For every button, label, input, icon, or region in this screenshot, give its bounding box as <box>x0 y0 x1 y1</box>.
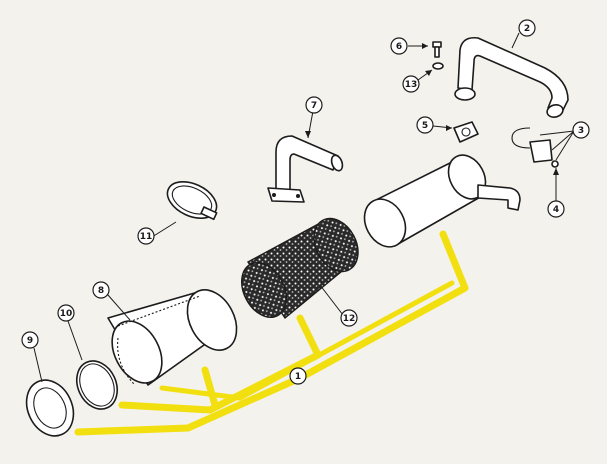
u-bolt-part <box>511 127 553 163</box>
callout-1: 1 <box>289 367 307 385</box>
washer-part <box>432 62 444 70</box>
callout-3: 3 <box>572 121 590 139</box>
flange-gasket-part <box>453 121 479 143</box>
callout-10: 10 <box>57 304 75 322</box>
callout-4: 4 <box>547 200 565 218</box>
tailpipe-part <box>454 36 569 118</box>
callout-label: 12 <box>343 314 356 324</box>
callout-7: 7 <box>305 96 323 114</box>
callout-label: 1 <box>295 372 301 382</box>
callout-label: 8 <box>98 286 104 296</box>
callout-2: 2 <box>518 19 536 37</box>
callout-label: 9 <box>27 336 33 346</box>
callout-11: 11 <box>137 227 155 245</box>
callout-label: 11 <box>140 232 153 242</box>
elbow-pipe-part <box>267 135 344 203</box>
insulation-sleeve-part <box>241 217 359 320</box>
callout-label: 6 <box>396 42 402 52</box>
arrowheads <box>305 43 559 175</box>
end-cap-part <box>25 379 75 437</box>
gasket-ring-part <box>75 360 119 410</box>
callout-12: 12 <box>340 309 358 327</box>
callout-5: 5 <box>416 116 434 134</box>
callout-label: 5 <box>422 121 428 131</box>
callout-label: 2 <box>524 24 530 34</box>
callout-8: 8 <box>92 281 110 299</box>
callout-13: 13 <box>402 75 420 93</box>
callout-label: 3 <box>578 126 584 136</box>
callout-label: 10 <box>60 309 73 319</box>
callout-9: 9 <box>21 331 39 349</box>
callout-label: 13 <box>405 80 418 90</box>
callout-label: 7 <box>311 101 317 111</box>
bolt-part <box>432 41 442 58</box>
clamp-part <box>166 181 218 221</box>
heat-shield-part <box>107 289 238 386</box>
muffler-part <box>363 154 521 248</box>
callout-label: 4 <box>553 205 559 215</box>
leader-lines <box>33 32 575 383</box>
nut-part <box>551 160 559 168</box>
callout-6: 6 <box>390 37 408 55</box>
